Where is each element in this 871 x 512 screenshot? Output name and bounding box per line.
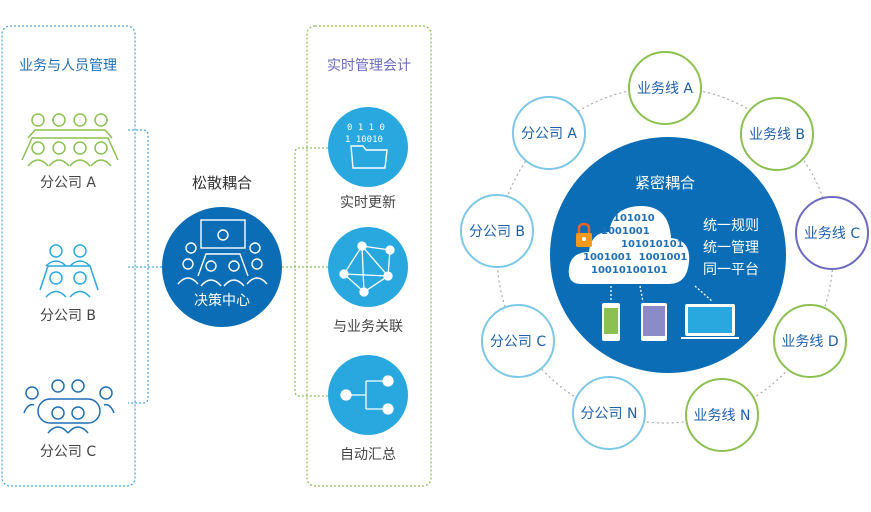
binary-text: 101010 1001001 101010101 1001001 1001001… [583,212,687,277]
branch-n[interactable]: 分公司 N [572,376,646,450]
hierarchy-icon [340,375,394,415]
principle-rules: 统一规则 [703,218,759,234]
binary-line: 101010 [613,213,655,224]
group-label-a: 分公司 A [39,175,97,191]
right-panel-title: 实时管理会计 [327,58,411,74]
item-label-auto-summary: 自动汇总 [340,447,396,463]
principle-management: 统一管理 [703,240,759,256]
loose-coupling-caption: 松散耦合 [191,174,253,192]
team-c-icon [23,379,115,434]
cloud-icon [568,206,690,284]
binary-line: 10010100101 [591,265,668,276]
svg-text:1 10010: 1 10010 [345,135,383,145]
tight-coupling-title: 紧密耦合 [634,174,696,192]
decision-center-label: 决策中心 [194,293,250,309]
folder-data-icon: 0 1 1 0 1 10010 [345,123,388,169]
meeting-icon [177,219,268,287]
branch-a[interactable]: 分公司 A [512,96,586,170]
svg-text:0 1 1 0: 0 1 1 0 [347,123,385,133]
group-label-c: 分公司 C [39,444,97,460]
business-line-b[interactable]: 业务线 B [740,97,814,171]
business-line-d[interactable]: 业务线 D [773,304,847,378]
lock-icon [576,222,592,247]
item-label-realtime: 实时更新 [340,195,396,211]
binary-line: 1001001 1001001 [583,252,688,263]
binary-line: 1001001 [601,226,650,237]
left-panel-title: 业务与人员管理 [19,58,117,74]
branch-b[interactable]: 分公司 B [460,194,534,268]
binary-line: 101010101 [621,239,684,250]
business-line-n[interactable]: 业务线 N [685,378,759,452]
business-line-c[interactable]: 业务线 C [795,196,869,270]
team-a-icon [21,113,119,167]
business-line-a[interactable]: 业务线 A [628,51,702,125]
team-b-icon [39,244,99,298]
item-label-business-link: 与业务关联 [333,319,403,335]
network-icon [339,241,395,297]
principle-platform: 同一平台 [703,262,759,278]
branch-c[interactable]: 分公司 C [481,304,555,378]
core-principles: 统一规则 统一管理 同一平台 [703,215,759,281]
devices-icon [602,285,739,341]
group-label-b: 分公司 B [39,308,97,324]
